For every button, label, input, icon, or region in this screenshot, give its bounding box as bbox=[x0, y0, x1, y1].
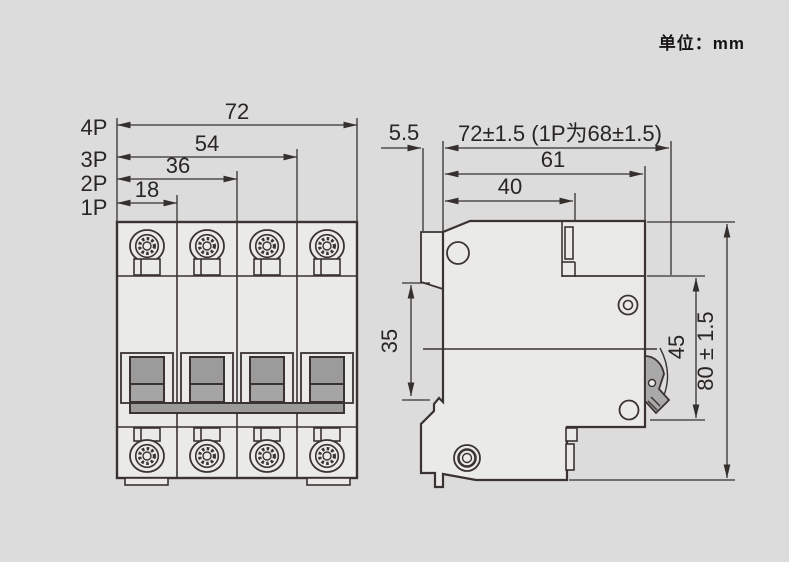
side-view-breaker-body bbox=[419, 219, 671, 489]
side-view-dimensions: 5.5 72±1.5 (1P为68±1.5) 61 40 35 45 bbox=[377, 120, 735, 481]
mount-foot-left bbox=[124, 477, 169, 486]
screw-bottom-1 bbox=[128, 438, 166, 474]
dim-40-label: 40 bbox=[498, 174, 522, 199]
clamp-top-4 bbox=[313, 258, 341, 276]
pole-label-3p: 3P bbox=[81, 147, 108, 172]
front-screw-hole-inner bbox=[622, 299, 634, 311]
screw-bottom-4 bbox=[308, 438, 346, 474]
front-hole-lower bbox=[618, 399, 640, 421]
handle-grip-ridge-2 bbox=[647, 400, 658, 411]
handle-2 bbox=[180, 352, 234, 404]
side-toggle-handle bbox=[644, 347, 671, 415]
front-view-breaker-body bbox=[115, 220, 359, 486]
dim-18-label: 18 bbox=[135, 177, 159, 202]
handle-1 bbox=[120, 352, 174, 404]
rivet-ring bbox=[457, 448, 477, 468]
mount-foot-right bbox=[306, 477, 351, 486]
din-hook-top bbox=[420, 231, 444, 291]
pole-label-1p: 1P bbox=[81, 195, 108, 220]
clamp-bottom-3 bbox=[253, 427, 281, 442]
clamp-bottom-2 bbox=[193, 427, 221, 442]
rivet-center bbox=[461, 452, 473, 464]
handle-tie-bar bbox=[129, 402, 345, 414]
clamp-bottom-1 bbox=[133, 427, 161, 442]
lower-terminal-detail-1 bbox=[565, 427, 578, 442]
front-view: 72 54 36 18 4P 3P 2P 1P bbox=[81, 99, 359, 486]
handle-3 bbox=[240, 352, 294, 404]
screw-bottom-3 bbox=[248, 438, 286, 474]
dim-36-label: 36 bbox=[166, 153, 190, 178]
dim-5-5-label: 5.5 bbox=[389, 120, 420, 145]
clamp-bottom-4 bbox=[313, 427, 341, 442]
dim-total-depth-label: 72±1.5 (1P为68±1.5) bbox=[458, 121, 662, 146]
handle-pivot-dot bbox=[647, 378, 657, 388]
side-view: 5.5 72±1.5 (1P为68±1.5) 61 40 35 45 bbox=[377, 120, 735, 489]
dim-61-label: 61 bbox=[541, 147, 565, 172]
screw-top-1 bbox=[128, 228, 166, 264]
clamp-top-1 bbox=[133, 258, 161, 276]
clamp-top-2 bbox=[193, 258, 221, 276]
handle-lever bbox=[644, 355, 671, 415]
clamp-top-3 bbox=[253, 258, 281, 276]
handle-4 bbox=[300, 352, 354, 404]
front-view-dimensions: 72 54 36 18 4P 3P 2P 1P bbox=[81, 99, 358, 222]
top-terminal-slot bbox=[564, 226, 574, 260]
screw-top-4 bbox=[308, 228, 346, 264]
screw-bottom-2 bbox=[188, 438, 226, 474]
dim-35-label: 35 bbox=[377, 329, 402, 353]
pole-label-4p: 4P bbox=[81, 115, 108, 140]
unit-label: 单位：mm bbox=[658, 34, 745, 53]
dim-45-label: 45 bbox=[664, 335, 689, 359]
handle-grip-ridge-1 bbox=[650, 396, 661, 407]
pole-label-2p: 2P bbox=[81, 171, 108, 196]
lower-terminal-detail-2 bbox=[565, 443, 575, 471]
screw-top-3 bbox=[248, 228, 286, 264]
screw-top-2 bbox=[188, 228, 226, 264]
dim-72-label: 72 bbox=[225, 99, 249, 124]
dim-54-label: 54 bbox=[195, 131, 219, 156]
mount-hole-top bbox=[446, 241, 470, 265]
dim-80-label: 80 ± 1.5 bbox=[693, 311, 718, 390]
